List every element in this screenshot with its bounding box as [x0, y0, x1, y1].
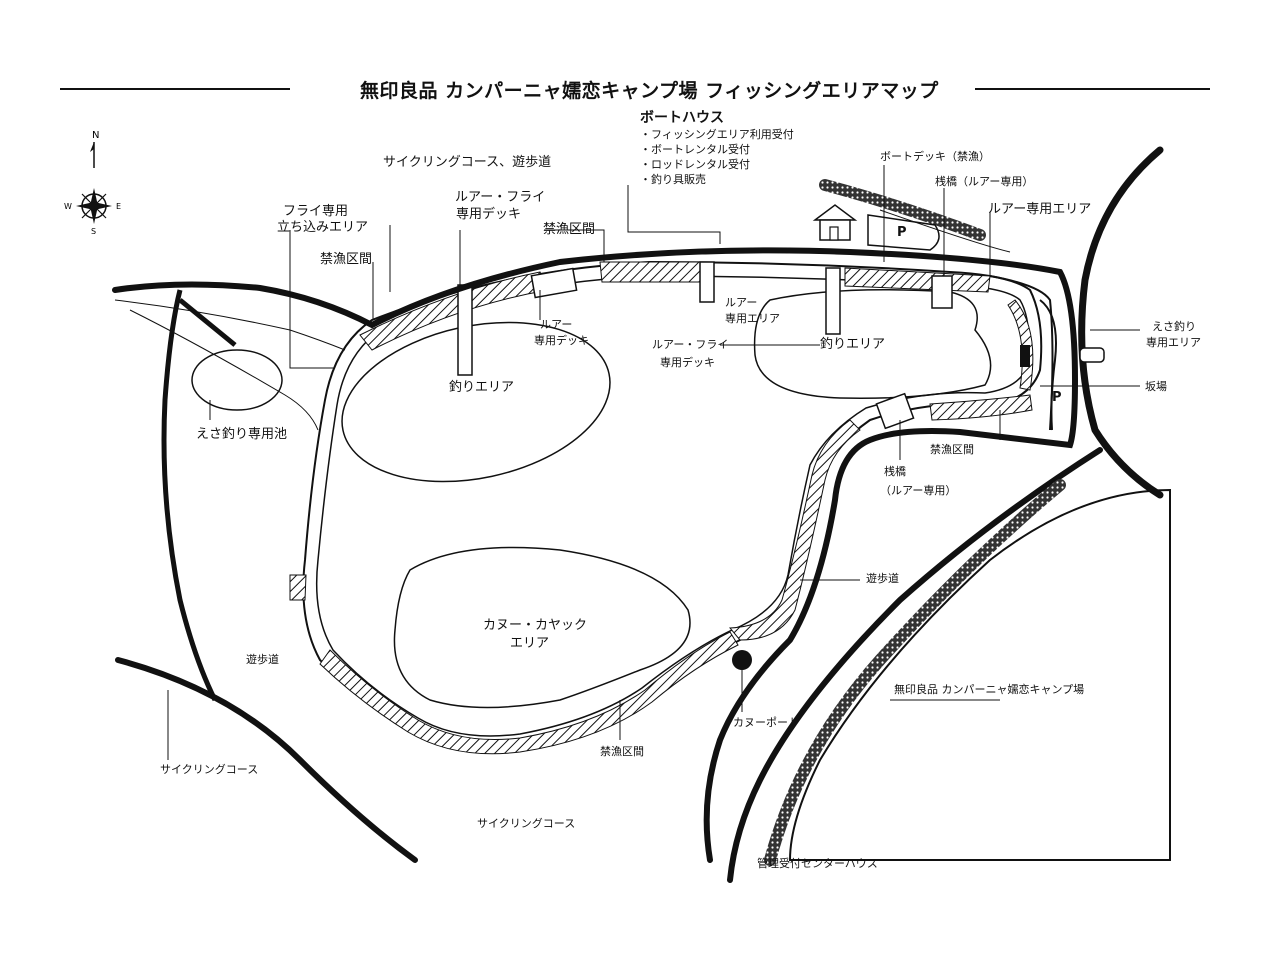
- title-rule-left: [60, 88, 290, 90]
- pier-lure-top: [931, 275, 953, 309]
- label-bait-area-right-1: えさ釣り: [1152, 320, 1196, 333]
- compass-rose-icon: N W E S: [64, 130, 121, 236]
- parking-lot-top: [867, 214, 940, 251]
- label-lure-fly-deck-mid-1: ルアー・フライ: [652, 338, 729, 351]
- boathouse-item: ・ボートレンタル受付: [640, 143, 750, 156]
- no-fishing-hatch-right: [929, 394, 1033, 421]
- label-walkway-left: 遊歩道: [246, 653, 279, 666]
- label-pier-lure: 桟橋（ルアー専用）: [935, 175, 1034, 188]
- boathouse-item: ・ロッドレンタル受付: [640, 158, 750, 171]
- no-fishing-hatch-east: [728, 419, 861, 641]
- label-lure-deck-1: ルアー: [540, 318, 573, 331]
- label-no-fishing-bottom: 禁漁区間: [600, 745, 644, 758]
- label-camp-name: 無印良品 カンパーニャ嬬恋キャンプ場: [894, 683, 1085, 696]
- boathouse-item: ・釣り具販売: [640, 173, 706, 186]
- path-left-thin: [114, 299, 346, 351]
- label-lure-fly-deck-1: ルアー・フライ: [455, 190, 546, 205]
- canoe-zone: [393, 546, 691, 709]
- bait-pond: [191, 349, 283, 411]
- label-walkway-right: 遊歩道: [866, 572, 899, 585]
- no-fishing-hatch-top-right: [844, 267, 991, 293]
- label-lure-fly-deck-mid-2: 専用デッキ: [660, 356, 715, 369]
- deck-lure-left: [530, 267, 578, 299]
- left-spur: [178, 298, 237, 347]
- ramp-marker: [1020, 345, 1030, 367]
- boathouse-info: ボートハウス ・フィッシングエリア利用受付 ・ボートレンタル受付 ・ロッドレンタ…: [640, 107, 794, 187]
- cycling-course-left: [115, 657, 418, 863]
- label-no-fishing-left: 禁漁区間: [320, 252, 373, 267]
- label-lure-only-area: ルアー専用エリア: [988, 202, 1092, 217]
- label-no-fishing-right: 禁漁区間: [930, 443, 974, 456]
- label-cycling-bottom: サイクリングコース: [477, 817, 576, 830]
- compass-e: E: [116, 202, 121, 211]
- deck-lure-fly-mid: [699, 261, 715, 303]
- label-pier2-2: （ルアー専用）: [880, 484, 957, 497]
- label-canoe-port: カヌーポート: [733, 716, 799, 729]
- road-right-dotted: [764, 479, 1066, 866]
- access-road-top-edge: [879, 209, 1011, 253]
- label-fly-wading-2: 立ち込みエリア: [277, 220, 369, 235]
- ramp-road: [1039, 299, 1057, 431]
- label-no-fishing-top: 禁漁区間: [543, 222, 596, 237]
- no-fishing-hatch-top-left: [359, 271, 549, 351]
- label-canoe-area-2: エリア: [510, 636, 550, 651]
- canoe-port-marker: [732, 650, 752, 670]
- no-fishing-hatch-bottom: [319, 631, 739, 755]
- county-road: [1078, 146, 1164, 499]
- label-lure-deck-2: 専用デッキ: [534, 334, 589, 347]
- label-lure-area-mid-2: 専用エリア: [725, 312, 780, 325]
- label-center-house: 管理受付センターハウス: [757, 857, 878, 870]
- label-fishing-area-right: 釣りエリア: [820, 337, 886, 352]
- map-title: 無印良品 カンパーニャ嬬恋キャンプ場 フィッシングエリアマップ: [360, 80, 939, 102]
- label-bait-pond: えさ釣り専用池: [196, 427, 288, 442]
- label-lure-area-mid-1: ルアー: [725, 296, 758, 309]
- label-cycling-left: サイクリングコース: [160, 763, 259, 776]
- house-icon: [812, 204, 858, 221]
- deck-lure-fly-left: [457, 284, 473, 376]
- label-pier2-1: 桟橋: [884, 465, 906, 478]
- boathouse-item: ・フィッシングエリア利用受付: [640, 128, 794, 141]
- label-boat-deck: ボートデッキ（禁漁）: [880, 150, 990, 163]
- road-right-outer: [727, 447, 1103, 883]
- compass-n: N: [92, 130, 99, 141]
- map-title-bar: 無印良品 カンパーニャ嬬恋キャンプ場 フィッシングエリアマップ: [60, 72, 1210, 102]
- label-canoe-area-1: カヌー・カヤック: [483, 618, 588, 633]
- no-fishing-hatch-right-shore: [1007, 299, 1034, 391]
- label-cycling-walkway-top: サイクリングコース、遊歩道: [383, 155, 552, 170]
- no-fishing-hatch-top: [599, 261, 701, 283]
- compass-s: S: [91, 227, 96, 236]
- boathouse-title: ボートハウス: [640, 110, 724, 126]
- path-left-thin2: [129, 309, 319, 431]
- label-parking-right: P: [1052, 390, 1062, 405]
- label-fly-wading-1: フライ専用: [283, 204, 349, 219]
- label-bait-area-right-2: 専用エリア: [1146, 336, 1201, 349]
- deck-lure-mid: [825, 267, 841, 335]
- compass-w: W: [64, 202, 72, 211]
- label-fishing-area-left: 釣りエリア: [449, 380, 515, 395]
- main-road: [112, 247, 1079, 863]
- no-fishing-hatch-west: [289, 574, 307, 601]
- fishing-zone-right: [753, 289, 992, 399]
- label-parking-top: P: [897, 225, 907, 240]
- label-lure-fly-deck-2: 専用デッキ: [456, 207, 522, 222]
- bait-area-marker: [1079, 347, 1105, 363]
- access-road-top: [819, 179, 986, 241]
- center-house-area: [788, 488, 1171, 861]
- boat-deck: [875, 392, 915, 430]
- left-road: [161, 289, 218, 702]
- title-rule-right: [975, 88, 1210, 90]
- label-ramp: 坂場: [1145, 380, 1167, 393]
